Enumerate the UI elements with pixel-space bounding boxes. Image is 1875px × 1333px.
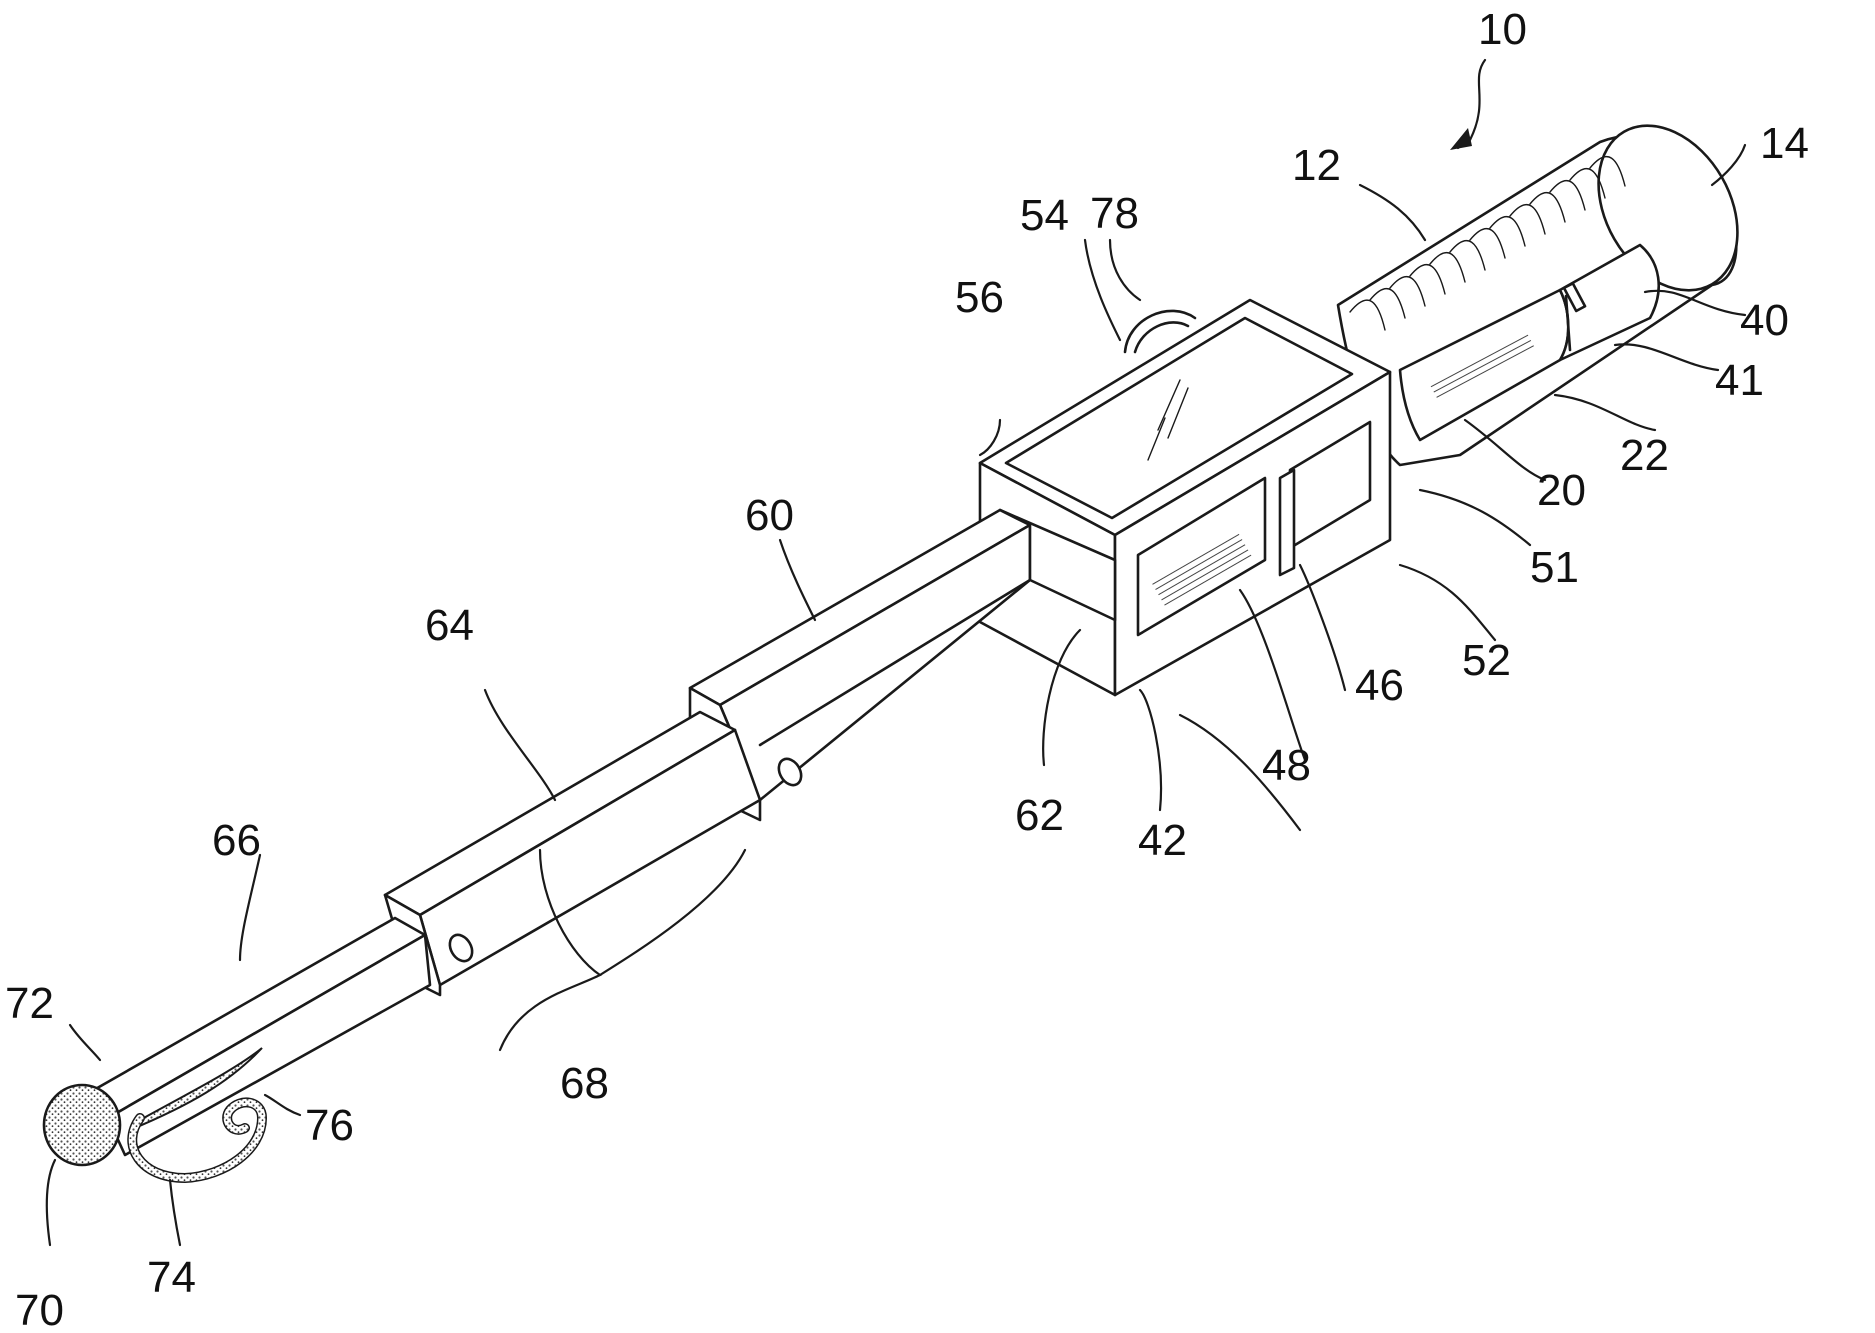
- label-22: 22: [1620, 431, 1669, 480]
- label-42: 42: [1138, 816, 1187, 865]
- label-52: 52: [1462, 636, 1511, 685]
- label-62: 62: [1015, 791, 1064, 840]
- label-78: 78: [1090, 189, 1139, 238]
- label-51: 51: [1530, 543, 1579, 592]
- label-76: 76: [305, 1101, 354, 1150]
- label-48: 48: [1262, 741, 1311, 790]
- label-64: 64: [425, 601, 474, 650]
- label-54: 54: [1020, 191, 1069, 240]
- label-40: 40: [1740, 296, 1789, 345]
- label-66: 66: [212, 816, 261, 865]
- label-41: 41: [1715, 356, 1764, 405]
- label-14: 14: [1760, 119, 1809, 168]
- rod-section-64: [385, 712, 760, 995]
- label-10: 10: [1478, 5, 1527, 54]
- tip-ball: [44, 1085, 120, 1165]
- label-74: 74: [147, 1253, 196, 1302]
- label-68: 68: [560, 1059, 609, 1108]
- label-60: 60: [745, 491, 794, 540]
- label-20: 20: [1537, 466, 1586, 515]
- label-46: 46: [1355, 661, 1404, 710]
- label-70: 70: [15, 1286, 64, 1333]
- label-72: 72: [5, 979, 54, 1028]
- label-56: 56: [955, 273, 1004, 322]
- label-12: 12: [1292, 141, 1341, 190]
- handle-grip: [1338, 101, 1766, 465]
